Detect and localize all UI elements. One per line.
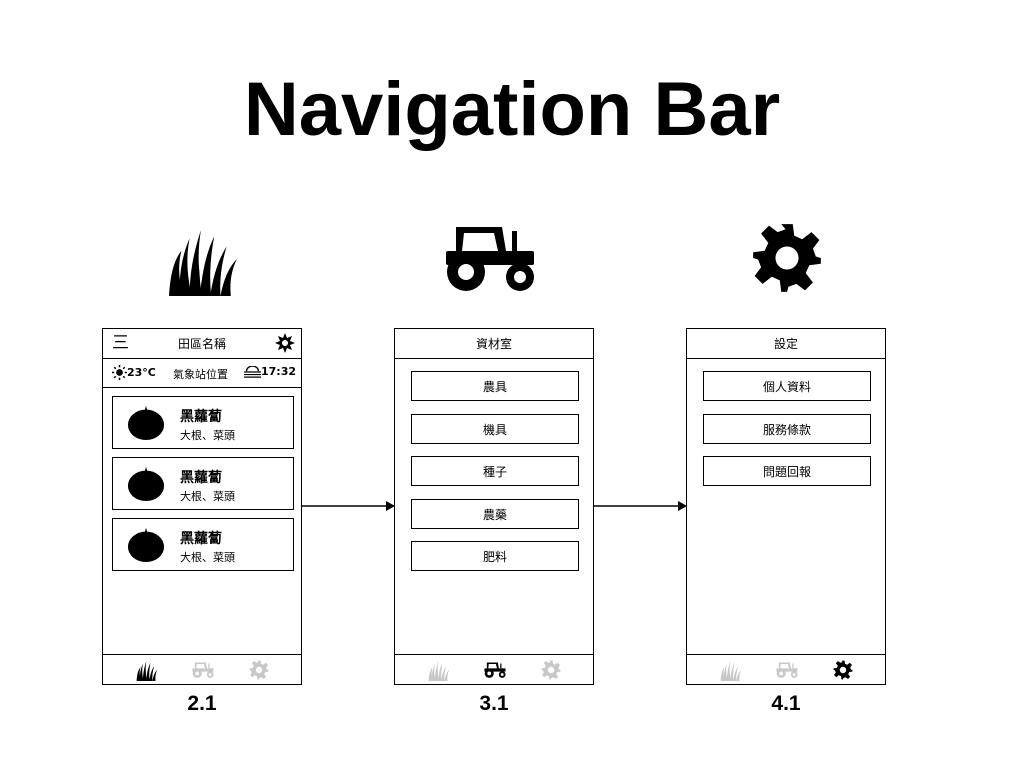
grass-icon — [428, 659, 450, 681]
gear-icon — [249, 660, 269, 680]
crop-card[interactable]: 黑蘿蔔 大根、菜頭 — [112, 457, 294, 510]
crop-aliases: 大根、菜頭 — [180, 429, 235, 442]
tab-settings[interactable] — [539, 659, 563, 681]
settings-screen: 設定 個人資料 服務條款 問題回報 — [686, 328, 886, 685]
materials-screen: 資材室 農具 機具 種子 農藥 肥料 — [394, 328, 594, 685]
crop-aliases: 大根、菜頭 — [180, 551, 235, 564]
tab-materials[interactable] — [775, 659, 799, 681]
crop-name: 黑蘿蔔 — [180, 409, 222, 425]
grass-icon — [166, 224, 240, 296]
crop-card[interactable]: 黑蘿蔔 大根、菜頭 — [112, 396, 294, 449]
tractor-icon — [483, 660, 507, 680]
vegetable-icon — [127, 403, 165, 441]
grass-icon — [136, 659, 158, 681]
tractor-icon — [440, 222, 540, 294]
screen-label: 3.1 — [479, 692, 509, 715]
vegetable-icon — [127, 525, 165, 563]
materials-title: 資材室 — [475, 337, 512, 351]
material-item-button[interactable]: 肥料 — [411, 541, 579, 571]
weather-starburst-icon[interactable] — [275, 333, 295, 353]
tractor-icon — [191, 660, 215, 680]
screen-label: 2.1 — [187, 692, 217, 715]
gear-icon — [541, 660, 561, 680]
field-name-title: 田區名稱 — [177, 337, 226, 351]
tab-fields[interactable] — [719, 659, 743, 681]
material-item-button[interactable]: 農藥 — [411, 499, 579, 529]
time-readout: 17:32 — [244, 365, 296, 378]
crop-name: 黑蘿蔔 — [180, 531, 222, 547]
fields-header: 三 田區名稱 — [103, 329, 301, 359]
tab-bar — [395, 654, 593, 685]
temperature-readout: 23°C — [112, 365, 156, 380]
gear-icon — [833, 660, 853, 680]
slide-title: Navigation Bar — [243, 67, 781, 152]
gear-icon — [751, 222, 823, 294]
crop-card[interactable]: 黑蘿蔔 大根、菜頭 — [112, 518, 294, 571]
tab-fields[interactable] — [135, 659, 159, 681]
fields-screen: 三 田區名稱 23°C 氣象站位置 17:32 黑蘿蔔 大根、菜頭 黑蘿蔔 大根… — [102, 328, 302, 685]
hamburger-menu-icon[interactable]: 三 — [112, 333, 129, 353]
tab-settings[interactable] — [247, 659, 271, 681]
flow-arrow — [594, 501, 687, 511]
settings-item-button[interactable]: 服務條款 — [703, 414, 871, 444]
time-value: 17:32 — [260, 365, 296, 378]
settings-item-button[interactable]: 個人資料 — [703, 371, 871, 401]
material-item-button[interactable]: 種子 — [411, 456, 579, 486]
flow-arrow — [302, 501, 395, 511]
settings-title: 設定 — [773, 337, 798, 351]
materials-header: 資材室 — [395, 329, 593, 359]
tab-materials[interactable] — [191, 659, 215, 681]
vegetable-icon — [127, 464, 165, 502]
tab-bar — [687, 654, 885, 685]
fog-icon — [244, 366, 261, 378]
screen-label: 4.1 — [771, 692, 801, 715]
tab-materials[interactable] — [483, 659, 507, 681]
grass-icon — [720, 659, 742, 681]
crop-name: 黑蘿蔔 — [180, 470, 222, 486]
sun-icon — [112, 365, 127, 380]
material-item-button[interactable]: 機具 — [411, 414, 579, 444]
weather-bar: 23°C 氣象站位置 17:32 — [103, 359, 301, 388]
tab-settings[interactable] — [831, 659, 855, 681]
crop-aliases: 大根、菜頭 — [180, 490, 235, 503]
settings-header: 設定 — [687, 329, 885, 359]
weather-station-location[interactable]: 氣象站位置 — [173, 368, 228, 381]
settings-item-button[interactable]: 問題回報 — [703, 456, 871, 486]
material-item-button[interactable]: 農具 — [411, 371, 579, 401]
tab-fields[interactable] — [427, 659, 451, 681]
temperature-value: 23°C — [127, 366, 156, 379]
tab-bar — [103, 654, 301, 685]
tractor-icon — [775, 660, 799, 680]
